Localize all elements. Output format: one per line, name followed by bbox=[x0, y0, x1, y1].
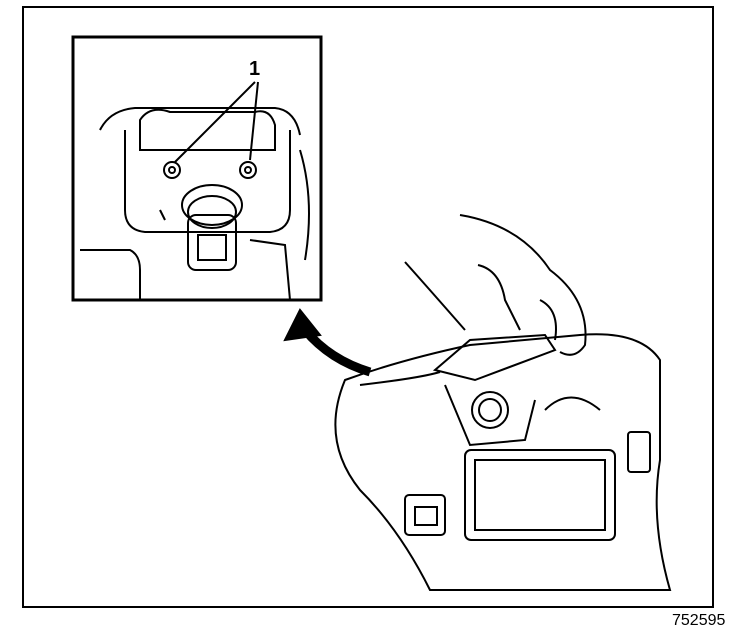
inset-detail-drawing bbox=[80, 81, 310, 301]
inset-detail-box bbox=[71, 35, 323, 302]
hand bbox=[404, 214, 587, 356]
callout-label-1: 1 bbox=[249, 58, 261, 80]
console-panel bbox=[334, 333, 672, 591]
arrow-head bbox=[283, 308, 322, 342]
outer-border bbox=[22, 6, 714, 608]
figure-number: 752595 bbox=[672, 612, 726, 629]
